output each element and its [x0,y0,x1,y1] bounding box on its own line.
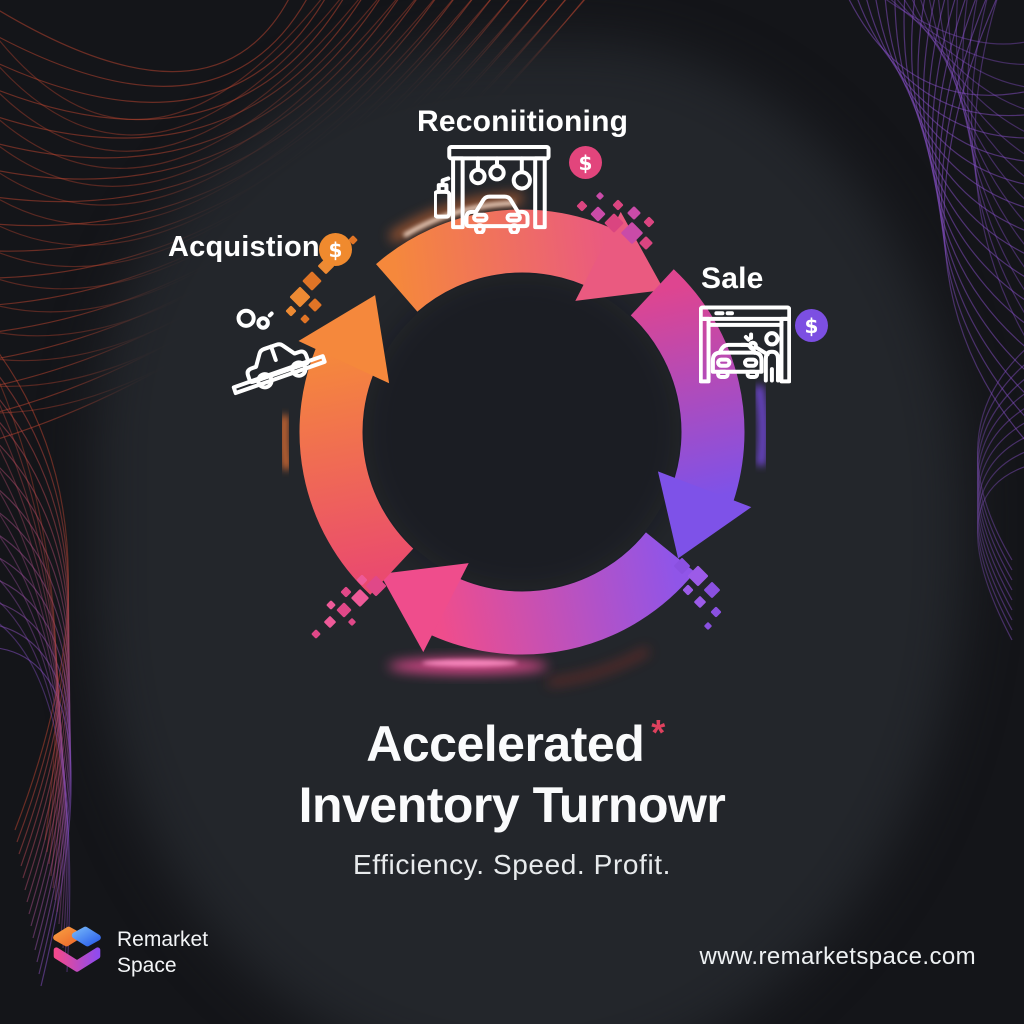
headline-line2: Inventory Turnowr [298,777,726,833]
headline: Accelerated* Inventory Turnowr [0,712,1024,833]
acquisition-dollar-badge: $ [319,233,352,266]
title-asterisk: * [651,712,665,753]
website-url: www.remarketspace.com [699,943,976,970]
sale-dollar-badge: $ [795,309,828,342]
stage-label-sale: Sale [701,262,764,295]
dollar-icon: $ [578,150,593,175]
acquisition-car-ramp-icon [230,302,336,397]
stage-label-acquisition: Acquistion [168,231,320,263]
brand-logo-icon [53,926,101,972]
reconditioning-carwash-icon [434,142,560,234]
dollar-icon: $ [804,313,819,338]
brand-name-line2: Space [117,954,177,977]
headline-text-1: Accelerated [366,716,645,772]
brand-name-line1: Remarket [117,928,209,951]
stage-label-reconditioning: Reconiitioning [417,105,629,138]
reconditioning-dollar-badge: $ [569,146,602,179]
sale-showroom-icon [699,304,791,384]
tagline: Efficiency. Speed. Profit. [352,849,672,880]
dollar-icon: $ [328,237,343,262]
headline-line1: Accelerated* [0,712,1024,777]
brand-name: Remarket Space [117,927,208,979]
